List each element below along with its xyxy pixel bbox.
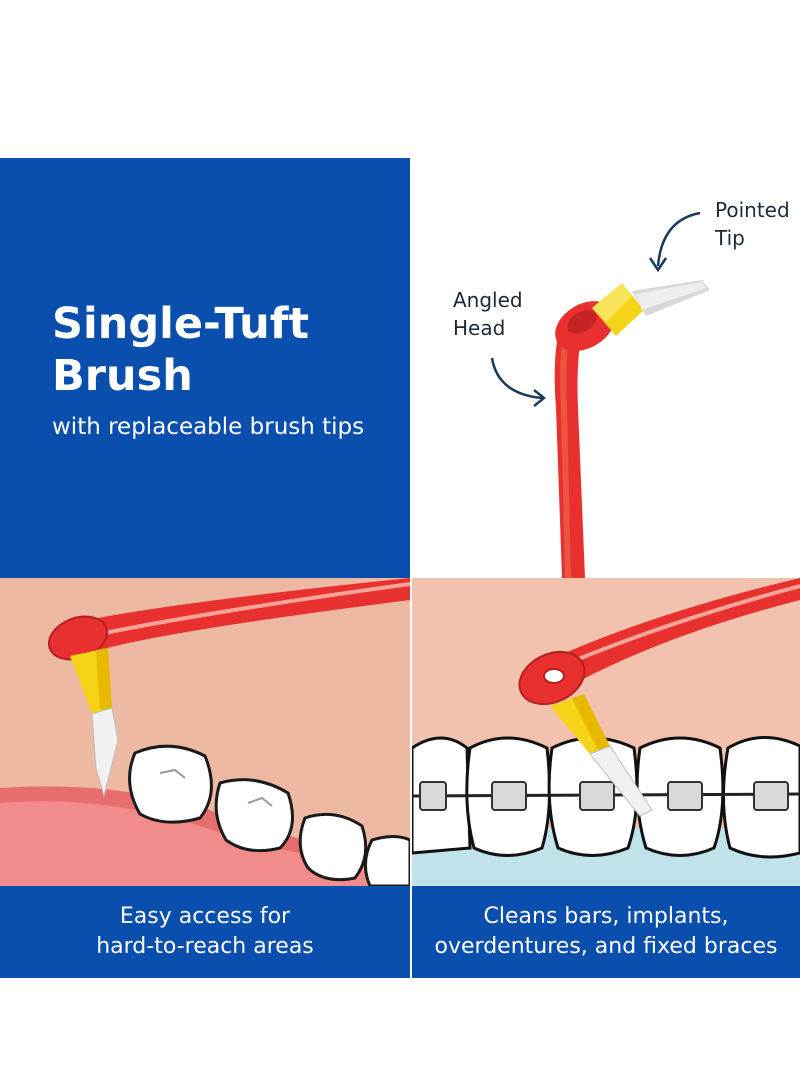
brush-illustration [490,211,710,578]
callout-angled-head-line2: Head [453,316,506,340]
callout-pointed-tip: Pointed Tip [715,196,790,252]
caption-right-text: Cleans bars, implants, overdentures, and… [412,902,800,962]
caption-left-text: Easy access for hard-to-reach areas [0,902,410,962]
product-title: Single-Tuft Brush [52,298,309,402]
caption-right: Cleans bars, implants, overdentures, and… [412,886,800,978]
product-title-line1: Single-Tuft [52,299,310,349]
product-subtitle: with replaceable brush tips [52,414,365,440]
callout-angled-head-line1: Angled [453,288,523,312]
product-illustration-panel: Pointed Tip Angled Head [410,158,800,578]
braces-cleaning-illustration [412,578,800,886]
callout-pointed-tip-line2: Tip [715,226,745,250]
callout-angled-head: Angled Head [453,286,523,342]
hero-panel: Single-Tuft Brush with replaceable brush… [0,158,410,578]
caption-left-line1: Easy access for [119,904,291,929]
caption-left-line2: hard-to-reach areas [96,934,314,959]
molar-cleaning-illustration [0,578,410,886]
caption-left: Easy access for hard-to-reach areas [0,886,410,978]
callout-pointed-tip-line1: Pointed [715,198,790,222]
caption-right-line1: Cleans bars, implants, [483,904,729,929]
panel-divider [410,578,412,978]
caption-right-line2: overdentures, and fixed braces [434,934,778,959]
product-title-line2: Brush [52,351,193,401]
